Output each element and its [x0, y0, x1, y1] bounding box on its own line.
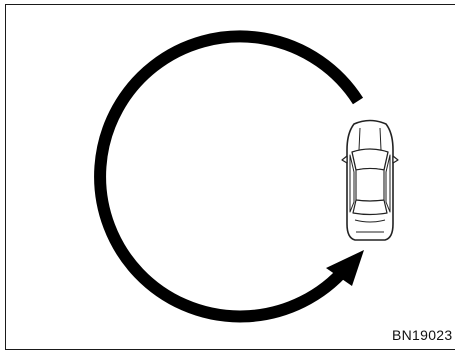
right-mirror	[393, 156, 398, 163]
left-mirror	[342, 156, 347, 163]
rear-window	[353, 200, 387, 215]
roof	[356, 169, 384, 202]
car-icon	[342, 121, 398, 241]
figure-code: BN19023	[392, 327, 452, 343]
circular-path-arrow	[100, 36, 358, 316]
windshield	[352, 149, 388, 170]
